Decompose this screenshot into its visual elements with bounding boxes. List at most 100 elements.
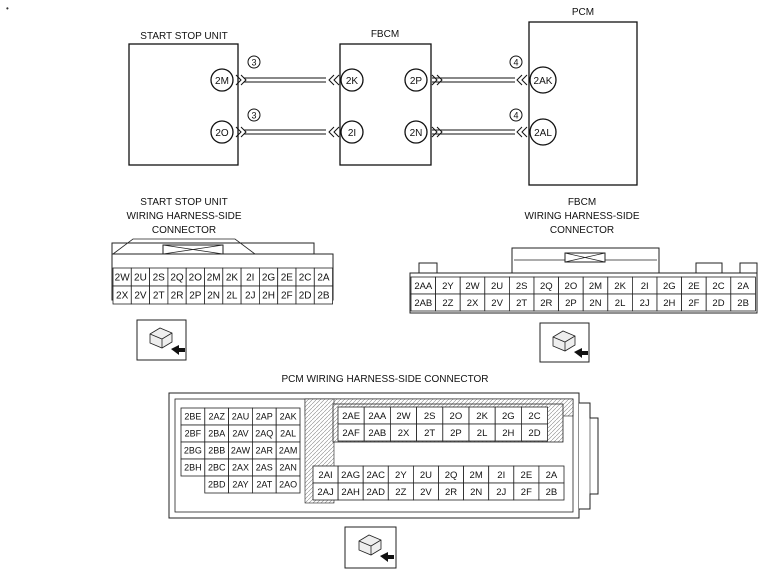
pcm-view-direction-icon [344, 526, 397, 569]
pin-label: 2AK [280, 412, 297, 422]
pin-label: 2Q [170, 273, 184, 284]
pin-label: 2M [589, 281, 602, 292]
pin-label: 2J [496, 487, 506, 498]
fbcm-view-direction-icon [539, 322, 590, 363]
pin-label: 2AB [414, 298, 432, 309]
pin-label: 2Q [540, 281, 553, 292]
pin-label: 2AB [368, 428, 386, 439]
pin-label: 2U [134, 273, 147, 284]
pin-label: 2O [450, 411, 463, 422]
pin-label: 2N [589, 298, 601, 309]
fbcm-box [339, 43, 432, 166]
pin-label: 2Z [442, 298, 453, 309]
pin-label: 2A [546, 470, 558, 481]
pin-label: 2S [516, 281, 528, 292]
pin-label: 2U [420, 470, 432, 481]
pin-label: 2E [521, 470, 533, 481]
pin-label: 2O [565, 281, 578, 292]
pin-label: 2I [641, 281, 649, 292]
pin-label: 2Y [395, 470, 407, 481]
pin-label: 2N [470, 487, 482, 498]
terminal-2n [404, 120, 428, 144]
pin-label: 2M [470, 470, 483, 481]
pin-label: 2O [189, 273, 203, 284]
terminal-label: 2O [215, 128, 229, 139]
pin-label: 2AR [256, 446, 274, 456]
pin-label: 2AN [279, 463, 297, 473]
terminal-label: 2M [215, 76, 229, 87]
pin-label: 2B [317, 291, 330, 302]
pin-label: 2BC [208, 463, 226, 473]
pin-label: 2BH [184, 463, 202, 473]
start-stop-unit-box [128, 43, 239, 166]
pin-cell [313, 285, 333, 305]
pin-label: 2AL [280, 429, 296, 439]
terminal-2o [210, 120, 234, 144]
schematic [128, 21, 638, 186]
pin-label: 2X [116, 291, 129, 302]
pin-label: 2B [546, 487, 558, 498]
fbcm-connector-title: FBCM WIRING HARNESS-SIDE CONNECTOR [524, 197, 639, 236]
pin-label: 2P [189, 291, 202, 302]
pin-label: 2W [396, 411, 410, 422]
pin-label: 2U [491, 281, 503, 292]
terminal-label: 2AK [534, 76, 553, 87]
fbcm-connector-title-line: CONNECTOR [550, 225, 614, 236]
ssu-connector-title-line: WIRING HARNESS-SIDE [126, 211, 241, 222]
pin-label: 2R [171, 291, 184, 302]
pin-label: 2F [688, 298, 699, 309]
pin-label: 2V [420, 487, 432, 498]
pin-label: 2K [476, 411, 488, 422]
wires [244, 77, 515, 135]
pin-label: 2K [614, 281, 626, 292]
pin-label: 2D [712, 298, 724, 309]
terminal-label: 2K [346, 76, 359, 87]
pin-label: 2S [153, 273, 166, 284]
terminal-2ak [529, 66, 557, 94]
pin-label: 2AU [232, 412, 250, 422]
pin-label: 2BE [184, 412, 201, 422]
terminal-label: 2N [410, 128, 423, 139]
pin-label: 2H [663, 298, 675, 309]
pin-label: 2X [398, 428, 410, 439]
pin-label: 2H [262, 291, 275, 302]
corner-mark: • [6, 4, 9, 13]
pin-label: 2AA [368, 411, 387, 422]
pin-label: 2AS [256, 463, 273, 473]
pin-label: 2X [467, 298, 479, 309]
pin-label: 2AF [342, 428, 360, 439]
wire-ref-label: 3 [251, 111, 256, 121]
pin-label: 2M [207, 273, 221, 284]
pin-label: 2BF [185, 429, 202, 439]
wire-ref-label: 4 [513, 111, 518, 121]
pin-label: 2H [502, 428, 514, 439]
pin-label: 2Y [442, 281, 454, 292]
pin-label: 2T [516, 298, 527, 309]
pin-label: 2C [528, 411, 540, 422]
module-label-ssu: START STOP UNIT [140, 31, 227, 42]
pin-label: 2V [491, 298, 503, 309]
pin-label: 2BA [208, 429, 225, 439]
pin-label: 2W [465, 281, 479, 292]
terminal-2al [529, 118, 557, 146]
pin-label: 2BD [208, 480, 226, 490]
pin-label: 2AI [318, 470, 332, 481]
pin-label: 2F [521, 487, 532, 498]
pin-label: 2F [281, 291, 293, 302]
pin-label: 2AE [342, 411, 360, 422]
pin-label: 2D [528, 428, 540, 439]
pin-label: 2R [540, 298, 552, 309]
pin-label: 2I [497, 470, 505, 481]
terminal-2k [340, 68, 364, 92]
pin-cell [521, 423, 549, 442]
pin-label: 2AX [232, 463, 249, 473]
pin-cell [275, 475, 301, 494]
terminal-label: 2AL [534, 128, 552, 139]
pin-label: 2L [226, 291, 238, 302]
pin-label: 2T [424, 428, 435, 439]
pin-label: 2C [299, 273, 312, 284]
pin-label: 2AT [256, 480, 272, 490]
pin-label: 2AC [367, 470, 386, 481]
